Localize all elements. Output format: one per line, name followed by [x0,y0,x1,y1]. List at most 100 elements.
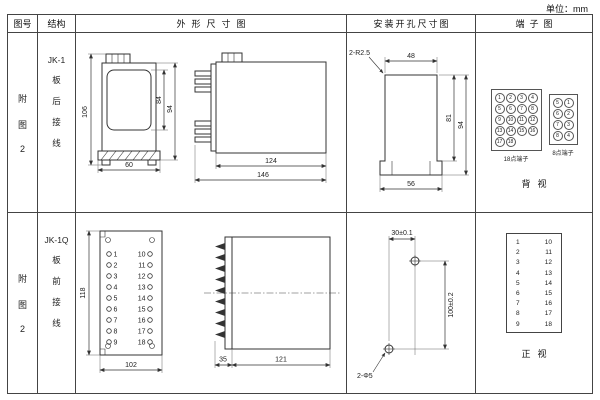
cutout-dimensions: 2-R2.5 48 81 94 56 [349,50,469,192]
fig-no-char: 图 [17,300,27,310]
structure-char: 板 [52,75,61,85]
svg-text:3: 3 [114,273,118,280]
terminal-number: 16 [527,126,538,136]
structure-char: 接 [52,117,61,127]
terminal-number: 4 [527,93,538,103]
svg-text:6: 6 [114,306,118,313]
fig-no-char: 附 [17,274,27,284]
terminal-number: 15 [544,290,552,298]
terminal-point: 15 [138,306,153,313]
terminal-point: 3 [106,273,118,280]
terminal-number: 18 [544,320,552,328]
dim-106-label: 106 [82,106,89,118]
dim-121-label: 121 [275,357,287,364]
radius-label: 2-R2.5 [349,50,370,57]
svg-text:8: 8 [114,328,118,335]
rear-view-label: 背视 [521,179,554,189]
terminal-number: 1 [516,239,520,246]
fig-no-char: 2 [19,324,25,334]
structure-char: JK-1Q [44,235,69,245]
terminal-number: 16 [544,300,552,308]
terminal-18-label: 18点端子 [503,157,529,163]
svg-text:14: 14 [138,295,146,302]
terminal-point: 7 [106,317,118,324]
terminal-number: 5 [494,104,505,114]
header-structure: 结构 [38,15,76,33]
front-right-terminal-column: 10 11 12 13 14 15 [138,251,153,346]
svg-text:18: 18 [138,339,146,346]
terminal-point: 4 [106,284,118,291]
dim-146-label: 146 [257,172,269,179]
terminal-point: 9 [106,339,118,346]
terminal-number: 2 [516,249,520,257]
relay-front-view [99,230,163,356]
terminal-point: 12 [138,273,153,280]
terminal-point: 10 [138,251,153,258]
terminal-number: 17 [494,137,505,147]
dim-94-label: 94 [458,121,465,129]
side-view-dimensions: 35 121 [214,341,331,368]
terminal-number: 4 [563,131,574,141]
terminal-number: 4 [516,269,520,277]
terminal-8-label: 8点端子 [552,151,574,157]
terminal-point: 14 [138,295,153,302]
svg-text:9: 9 [114,339,118,346]
terminal-number: 11 [545,249,552,257]
structure-char: 线 [52,318,61,328]
terminal-number: 1 [563,98,574,108]
hole-dimensions: 30±0.1 100±0.2 2-Φ5 [357,230,455,380]
relay-side-view [194,52,327,154]
terminal-point: 2 [106,262,118,269]
dim-94-label: 94 [167,105,174,113]
terminal-number: 5 [552,98,563,108]
terminal-point: 8 [106,328,118,335]
terminal-point: 6 [106,306,118,313]
svg-text:2: 2 [114,262,118,269]
front-left-terminal-column: 1 2 3 4 5 6 [106,251,118,346]
svg-text:17: 17 [138,328,146,335]
dim-48-label: 48 [407,53,415,60]
fig-no-char: 2 [19,143,25,154]
row2-fig-no: 附图 2 [8,213,37,393]
dim-84-label: 84 [156,96,163,104]
terminal-point: 18 [138,339,153,346]
terminal-number: 7 [552,120,563,130]
row2-outline-drawing: 1 2 3 4 5 6 [80,230,340,373]
cutout-outline [379,74,443,176]
terminal-number: 14 [505,126,516,136]
terminal-point: 13 [138,284,153,291]
terminal-number: 8 [552,131,563,141]
row1-outline-cell: 106 84 94 60 [76,33,347,213]
svg-text:5: 5 [114,295,118,302]
structure-char: JK-1 [47,55,66,65]
drill-holes [383,255,421,355]
terminal-point: 16 [138,317,153,324]
dim-35-label: 35 [219,357,227,364]
svg-text:1: 1 [114,251,118,258]
fig-no-char: 图 [17,119,27,130]
terminal-number: 1 [494,93,505,103]
terminal-number: 9 [516,320,520,328]
terminal-number: 12 [527,115,538,125]
relay-front-view [97,53,161,166]
structure-char: 板 [52,255,61,265]
dim-30-label: 30±0.1 [391,230,412,237]
terminal-point: 1 [106,251,118,258]
terminal-number: 10 [544,239,552,246]
terminal-number: 10 [505,115,516,125]
structure-char: 线 [52,138,61,148]
dim-124-label: 124 [265,158,277,165]
terminal-number: 9 [494,115,505,125]
hole-spec-label: 2-Φ5 [357,373,373,380]
terminal-number: 5 [516,279,520,287]
svg-text:15: 15 [138,306,146,313]
row2-outline-cell: 1 2 3 4 5 6 [76,213,347,393]
